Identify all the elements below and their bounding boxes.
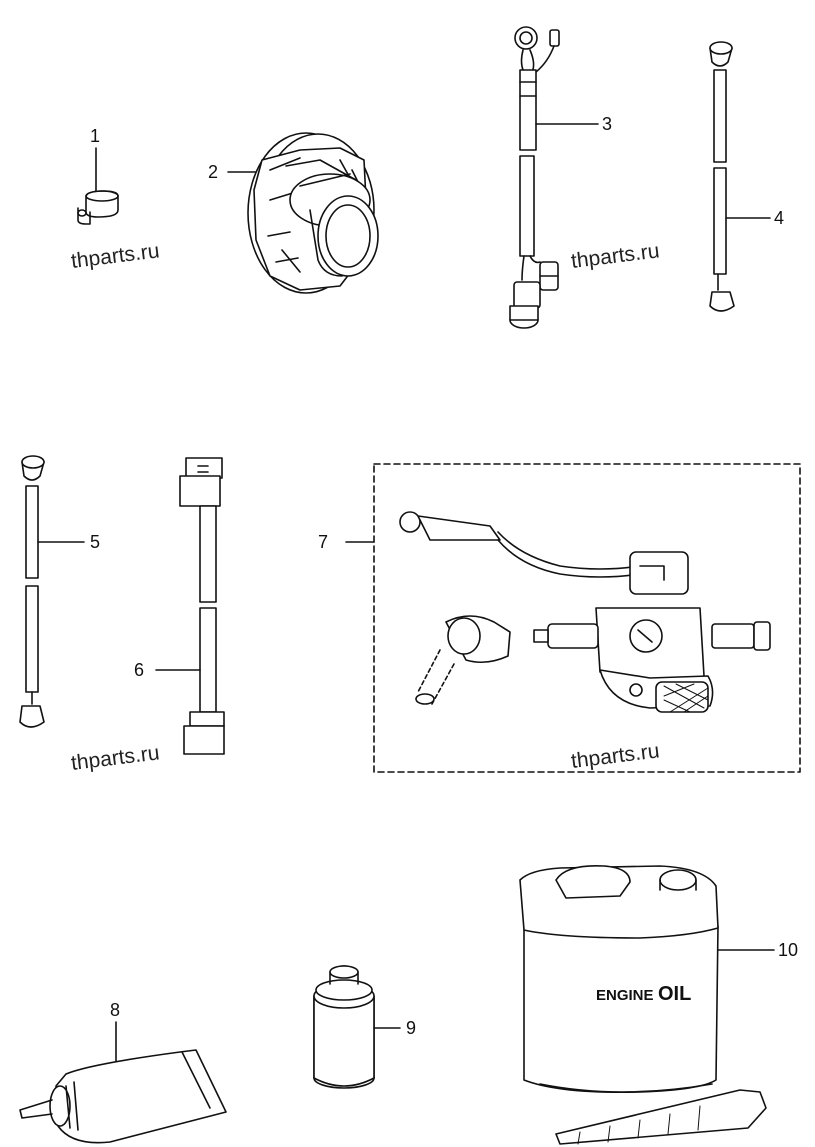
callout-8: 8: [110, 1000, 120, 1020]
watermark: thparts.ru: [70, 239, 161, 273]
callout-2: 2: [208, 162, 218, 182]
part-4-lead: [709, 41, 771, 312]
watermark: thparts.ru: [70, 741, 161, 775]
callout-5: 5: [90, 532, 100, 552]
callout-1: 1: [90, 126, 100, 146]
callout-10: 10: [778, 940, 798, 960]
part-6-lead: [155, 457, 225, 755]
part-1-fitting: [77, 147, 119, 225]
part-9-canister: [313, 965, 401, 1089]
part-3-harness: [509, 26, 599, 329]
callout-4: 4: [774, 208, 784, 228]
oil-label-word: ENGINE: [596, 987, 654, 1004]
part-8-tube: [19, 1021, 227, 1144]
callout-6: 6: [134, 660, 144, 680]
oil-label-logo: OIL: [658, 983, 691, 1005]
part-5-lead: [19, 455, 85, 728]
watermark: thparts.ru: [570, 239, 661, 273]
callout-3: 3: [602, 114, 612, 134]
part-7-kit: [345, 463, 801, 773]
part-2-hub: [227, 132, 379, 294]
watermark: thparts.ru: [570, 739, 661, 773]
callout-7: 7: [318, 532, 328, 552]
callout-9: 9: [406, 1018, 416, 1038]
part-10-oil-can: [519, 864, 775, 1145]
